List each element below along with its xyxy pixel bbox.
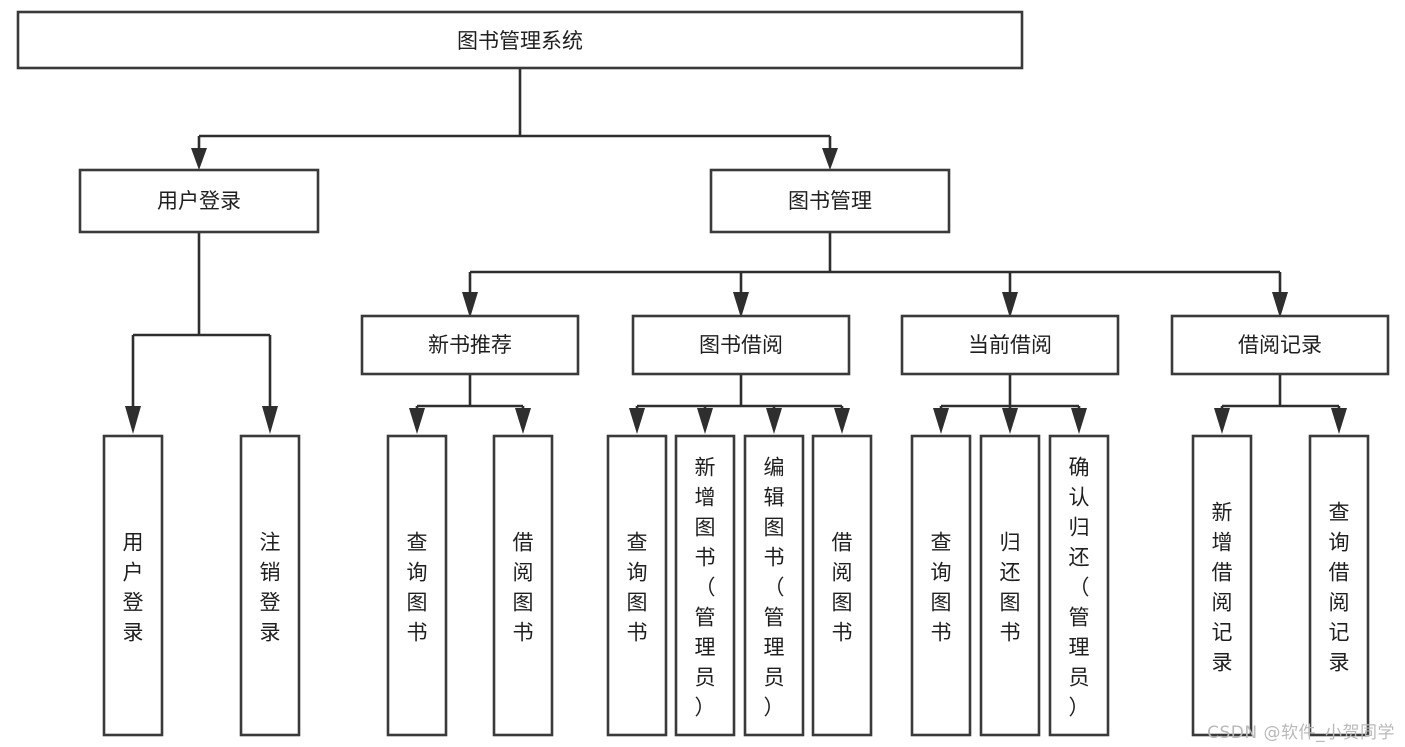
leaf-current-borrow-2-box[interactable] bbox=[979, 434, 1041, 737]
node-user-login[interactable]: 用户登录 bbox=[78, 168, 320, 234]
arrow-head-borrow-record bbox=[1272, 292, 1288, 318]
node-new-book-label: 新书推荐 bbox=[428, 333, 512, 357]
arrow-head-current-borrow bbox=[1002, 292, 1018, 318]
leaf-current-borrow-3-box[interactable] bbox=[1048, 434, 1110, 737]
leaf-book-borrow-1-label: 查询图书 bbox=[627, 530, 648, 644]
node-borrow-record[interactable]: 借阅记录 bbox=[1170, 314, 1390, 376]
arrow-head-book-borrow-leaf-4 bbox=[834, 408, 850, 434]
leaf-current-borrow-1[interactable]: 查询图书 bbox=[910, 434, 972, 737]
node-current-borrow-box[interactable] bbox=[900, 314, 1120, 376]
node-current-borrow[interactable]: 当前借阅 bbox=[900, 314, 1120, 376]
arrow-head-current-borrow-leaf-2 bbox=[1002, 408, 1018, 434]
leaf-borrow-record-1[interactable]: 新增借阅记录 bbox=[1191, 434, 1253, 737]
leaf-current-borrow-2[interactable]: 归还图书 bbox=[979, 434, 1041, 737]
leaf-book-borrow-3[interactable]: 编辑图书（管理员） bbox=[743, 434, 805, 737]
node-user-login-label: 用户登录 bbox=[157, 189, 241, 213]
leaf-borrow-record-1-label: 新增借阅记录 bbox=[1212, 500, 1233, 674]
leaf-new-book-2[interactable]: 借阅图书 bbox=[492, 434, 554, 737]
leaf-borrow-record-2[interactable]: 查询借阅记录 bbox=[1308, 434, 1370, 737]
leaf-book-borrow-3-label: 编辑图书（管理员） bbox=[764, 455, 785, 719]
leaf-new-book-2-box[interactable] bbox=[492, 434, 554, 737]
node-book-manage[interactable]: 图书管理 bbox=[709, 168, 951, 234]
leaf-current-borrow-2-label: 归还图书 bbox=[1000, 530, 1021, 644]
node-new-book-box[interactable] bbox=[360, 314, 580, 376]
node-new-book[interactable]: 新书推荐 bbox=[360, 314, 580, 376]
arrow-head-borrow-record-leaf-1 bbox=[1214, 408, 1230, 434]
leaf-new-book-1-box[interactable] bbox=[386, 434, 448, 737]
node-borrow-record-label: 借阅记录 bbox=[1238, 333, 1322, 357]
leaf-user-login-2-label: 注销登录 bbox=[260, 530, 281, 644]
node-book-borrow[interactable]: 图书借阅 bbox=[631, 314, 851, 376]
leaf-book-borrow-3-box[interactable] bbox=[743, 434, 805, 737]
arrow-head-current-borrow-leaf-1 bbox=[933, 408, 949, 434]
leaf-new-book-2-label: 借阅图书 bbox=[513, 530, 534, 644]
leaf-borrow-record-2-label: 查询借阅记录 bbox=[1329, 500, 1350, 674]
arrow-head-current-borrow-leaf-3 bbox=[1071, 408, 1087, 434]
arrow-head-borrow-record-leaf-2 bbox=[1331, 408, 1347, 434]
leaf-user-login-1[interactable]: 用户登录 bbox=[102, 434, 164, 737]
node-book-borrow-label: 图书借阅 bbox=[699, 333, 783, 357]
leaf-current-borrow-1-box[interactable] bbox=[910, 434, 972, 737]
connectors-group bbox=[125, 68, 1347, 434]
leaf-book-borrow-4[interactable]: 借阅图书 bbox=[811, 434, 873, 737]
node-root[interactable]: 图书管理系统 bbox=[16, 10, 1024, 70]
node-user-login-box[interactable] bbox=[78, 168, 320, 234]
leaf-book-borrow-1-box[interactable] bbox=[606, 434, 668, 737]
node-borrow-record-box[interactable] bbox=[1170, 314, 1390, 376]
leaf-book-borrow-4-box[interactable] bbox=[811, 434, 873, 737]
leaf-book-borrow-2-box[interactable] bbox=[674, 434, 736, 737]
leaf-new-book-1-label: 查询图书 bbox=[407, 530, 428, 644]
arrow-head-user-login bbox=[191, 148, 207, 170]
leaf-user-login-1-label: 用户登录 bbox=[123, 530, 144, 644]
arrow-head-leaf-user-login bbox=[125, 406, 141, 434]
arrow-head-book-borrow-leaf-2 bbox=[697, 408, 713, 434]
node-book-manage-label: 图书管理 bbox=[788, 189, 872, 213]
node-root-label: 图书管理系统 bbox=[457, 29, 583, 53]
arrow-head-book-borrow-leaf-3 bbox=[766, 408, 782, 434]
arrow-head-new-book bbox=[462, 292, 478, 318]
arrow-head-book-borrow bbox=[733, 292, 749, 318]
leaf-new-book-1[interactable]: 查询图书 bbox=[386, 434, 448, 737]
leaf-borrow-record-2-box[interactable] bbox=[1308, 434, 1370, 737]
node-book-borrow-box[interactable] bbox=[631, 314, 851, 376]
csdn-watermark: CSDN @软件_小贺同学 bbox=[1207, 723, 1395, 743]
arrow-head-new-book-leaf-2 bbox=[515, 408, 531, 434]
leaf-book-borrow-2-label: 新增图书（管理员） bbox=[695, 455, 716, 719]
leaf-book-borrow-1[interactable]: 查询图书 bbox=[606, 434, 668, 737]
arrow-head-book-borrow-leaf-1 bbox=[629, 408, 645, 434]
node-current-borrow-label: 当前借阅 bbox=[968, 333, 1052, 357]
arrow-head-new-book-leaf-1 bbox=[409, 408, 425, 434]
leaf-user-login-1-box[interactable] bbox=[102, 434, 164, 737]
arrow-head-leaf-logout bbox=[262, 406, 278, 434]
leaf-book-borrow-4-label: 借阅图书 bbox=[832, 530, 853, 644]
arrow-head-book-manage bbox=[822, 148, 838, 170]
leaf-user-login-2[interactable]: 注销登录 bbox=[239, 434, 301, 737]
leaf-user-login-2-box[interactable] bbox=[239, 434, 301, 737]
leaf-current-borrow-1-label: 查询图书 bbox=[931, 530, 952, 644]
leaf-current-borrow-3-label: 确认归还（管理员） bbox=[1069, 455, 1090, 719]
leaf-borrow-record-1-box[interactable] bbox=[1191, 434, 1253, 737]
node-book-manage-box[interactable] bbox=[709, 168, 951, 234]
node-root-box[interactable] bbox=[16, 10, 1024, 70]
leaf-book-borrow-2[interactable]: 新增图书（管理员） bbox=[674, 434, 736, 737]
leaf-current-borrow-3[interactable]: 确认归还（管理员） bbox=[1048, 434, 1110, 737]
